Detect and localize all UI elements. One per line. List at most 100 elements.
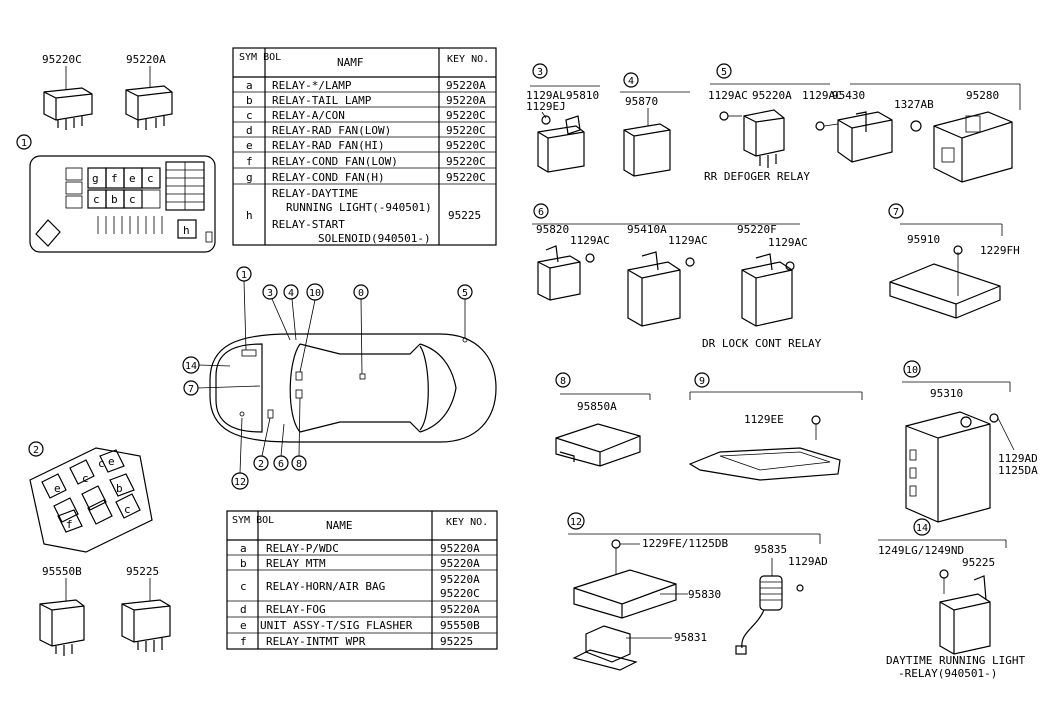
label-1129ee: 1129EE — [744, 413, 784, 426]
car-callout-14: 14 — [185, 361, 197, 372]
t2-sym-f: f — [240, 635, 247, 648]
label-95220a: 95220A — [126, 53, 166, 66]
fusebox-label-g: g — [92, 172, 99, 185]
car-callout-5: 5 — [462, 288, 468, 299]
callout-14: 14 — [916, 523, 928, 534]
t1-name-d: RELAY-RAD FAN(LOW) — [272, 124, 391, 137]
t1-key-f: 95220C — [446, 155, 486, 168]
fusebox-label-c2: c — [93, 193, 100, 206]
label-95220f: 95220F — [737, 223, 777, 236]
label-95310: 95310 — [930, 387, 963, 400]
t2-key-c2: 95220C — [440, 587, 480, 600]
t2-key-f: 95225 — [440, 635, 473, 648]
label-95850a: 95850A — [577, 400, 617, 413]
t2-sym-d: d — [240, 603, 247, 616]
car-callout-2: 2 — [258, 459, 264, 470]
t2-key-d: 95220A — [440, 603, 480, 616]
label-95830: 95830 — [688, 588, 721, 601]
fusebox-label-c1: c — [147, 172, 154, 185]
relay-95410a-drawing — [627, 251, 695, 327]
t2-key-a: 95220A — [440, 542, 480, 555]
t2-name-c: RELAY-HORN/AIR BAG — [266, 580, 385, 593]
block2-label-c1: c — [98, 457, 105, 470]
label-1129ac-6a: 1129AC — [570, 234, 610, 247]
t1-key-g: 95220C — [446, 171, 486, 184]
label-1129ad-12: 1129AD — [788, 555, 828, 568]
module-95850a-drawing — [555, 423, 641, 467]
label-95280: 95280 — [966, 89, 999, 102]
t1-key-a: 95220A — [446, 79, 486, 92]
t2-header-name: NAME — [326, 519, 353, 532]
label-95430: 95430 — [832, 89, 865, 102]
relay-box-1: g f e c c b c h — [29, 155, 216, 253]
callout-5: 5 — [721, 67, 727, 78]
relay-block-2: c e c e b f c — [29, 447, 153, 553]
label-1129ac-5a: 1129AC — [708, 89, 748, 102]
t2-key-e: 95550B — [440, 619, 480, 632]
callout-12: 12 — [570, 517, 582, 528]
label-1129ac-6c: 1129AC — [768, 236, 808, 249]
t2-header-key: KEY NO. — [446, 517, 488, 528]
label-95225-14: 95225 — [962, 556, 995, 569]
caption-drl-2: -RELAY(940501-) — [898, 667, 997, 680]
callout-6: 6 — [538, 207, 544, 218]
block2-label-e1: e — [54, 482, 61, 495]
label-95820: 95820 — [536, 223, 569, 236]
t1-header-name: NAMF — [337, 56, 364, 69]
relay-95810-drawing — [537, 111, 585, 173]
label-95810: 95810 — [566, 89, 599, 102]
callout-9: 9 — [699, 376, 705, 387]
block2-label-e2: e — [108, 455, 115, 468]
fusebox-label-e: e — [129, 172, 136, 185]
t1-sym-a: a — [246, 79, 253, 92]
label-95835: 95835 — [754, 543, 787, 556]
t1-sym-e: e — [246, 139, 253, 152]
t1-header-sym: SYM BOL — [239, 52, 281, 63]
ecu-95310-drawing — [905, 411, 1015, 523]
callout-2: 2 — [33, 445, 39, 456]
t1-key-c: 95220C — [446, 109, 486, 122]
relay-table-1: SYM BOL NAMF KEY NO. a RELAY-*/LAMP 9522… — [232, 47, 497, 246]
callout-8: 8 — [560, 376, 566, 387]
relay-95550b-drawing — [39, 599, 85, 656]
label-95870: 95870 — [625, 95, 658, 108]
t1-name-h3: RELAY-START — [272, 218, 345, 231]
relay-table-2: SYM BOL NAME KEY NO. a RELAY-P/WDC 95220… — [226, 510, 498, 650]
sensor-95835-drawing — [735, 558, 804, 655]
callout-10: 10 — [906, 365, 918, 376]
t1-name-h4: SOLENOID(940501-) — [318, 232, 431, 245]
t1-name-g: RELAY-COND FAN(H) — [272, 171, 385, 184]
relay-95280-drawing — [910, 111, 1013, 183]
t2-name-d: RELAY-FOG — [266, 603, 326, 616]
t1-sym-g: g — [246, 171, 253, 184]
t1-header-key: KEY NO. — [447, 54, 489, 65]
car-callout-10: 10 — [309, 288, 321, 299]
label-1229fe: 1229FE/1125DB — [642, 537, 728, 550]
label-1129ad-10: 1129AD — [998, 452, 1038, 465]
t1-name-c: RELAY-A/CON — [272, 109, 345, 122]
label-1229fh: 1229FH — [980, 244, 1020, 257]
label-95410a: 95410A — [627, 223, 667, 236]
label-95831: 95831 — [674, 631, 707, 644]
t1-name-a: RELAY-*/LAMP — [272, 79, 352, 92]
fusebox-label-f: f — [111, 172, 118, 185]
t2-sym-e: e — [240, 619, 247, 632]
car-callout-8: 8 — [296, 459, 302, 470]
label-1125da: 1125DA — [998, 464, 1038, 477]
label-1129ej: 1129EJ — [526, 100, 566, 113]
t2-sym-c: c — [240, 580, 247, 593]
t1-key-d: 95220C — [446, 124, 486, 137]
callout-4: 4 — [628, 76, 634, 87]
car-callout-12: 12 — [234, 477, 246, 488]
block2-label-c3: c — [124, 503, 131, 516]
t1-name-h2: RUNNING LIGHT(-940501) — [286, 201, 432, 214]
callout-3: 3 — [537, 67, 543, 78]
t1-sym-b: b — [246, 94, 253, 107]
label-1129ac-5b: 1129AC — [802, 89, 842, 102]
t2-header-sym: SYM BOL — [232, 515, 274, 526]
t1-name-b: RELAY-TAIL LAMP — [272, 94, 372, 107]
car-callout-0: 0 — [358, 288, 364, 299]
fusebox-label-h: h — [183, 224, 190, 237]
